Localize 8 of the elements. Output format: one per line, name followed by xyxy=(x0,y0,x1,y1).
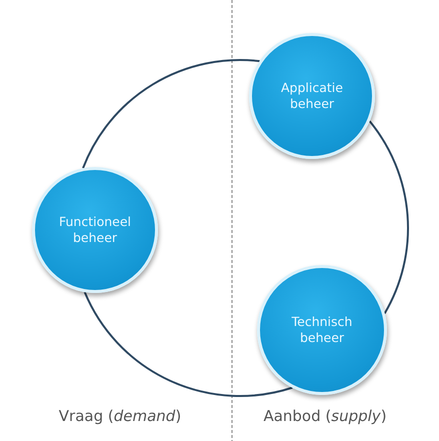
connector-arc xyxy=(84,292,293,397)
node-label: Functioneel beheer xyxy=(58,214,132,246)
node-label: Technisch beheer xyxy=(290,314,354,346)
connector-arc xyxy=(368,120,409,314)
connector-arc xyxy=(82,59,260,169)
node-label: Applicatie beheer xyxy=(280,80,344,112)
column-heading: Vraag (demand) xyxy=(58,407,182,425)
column-heading: Aanbod (supply) xyxy=(262,407,388,425)
